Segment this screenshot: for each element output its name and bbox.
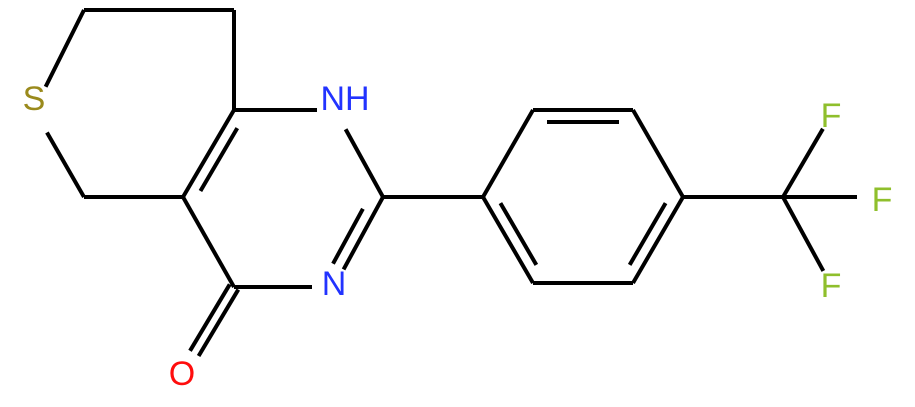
atom-sulfur: S (23, 80, 46, 118)
bond-c6p-c1p (481, 195, 535, 285)
bond-layer (43, 8, 857, 357)
atom-fluorine-3: F (821, 267, 842, 305)
bond-c8a-c4a-double (198, 127, 239, 193)
bond-cf-f1 (781, 127, 825, 199)
bond-c3p-c4p (631, 109, 685, 198)
atom-fluorine-2: F (872, 181, 893, 219)
bond-cf-f3 (781, 196, 826, 272)
bond-c1p-c2p (481, 109, 535, 198)
bond-c8a-c4a (181, 108, 236, 199)
bond-c4p-c5p (631, 195, 685, 285)
atom-fluorine-1: F (821, 97, 842, 135)
atom-nitrogen: N (322, 265, 347, 303)
bond-c4p-c5p-double (627, 202, 668, 266)
bond-c4-o-2 (196, 288, 241, 357)
bond-c2-n3-double (331, 207, 365, 265)
atom-nh: NH (320, 80, 369, 118)
bond-c2-n3 (341, 196, 385, 271)
bond-c4-o-1 (188, 283, 232, 352)
bond-n1-c2 (343, 128, 385, 198)
bond-c4-c4a (181, 196, 236, 288)
atom-oxygen: O (169, 355, 195, 393)
bond-s-c5 (45, 131, 86, 198)
bond-c7-s (43, 9, 86, 88)
bond-c6p-c1p-double (498, 202, 539, 266)
atom-label-layer: S NH N O F F F (23, 80, 893, 393)
